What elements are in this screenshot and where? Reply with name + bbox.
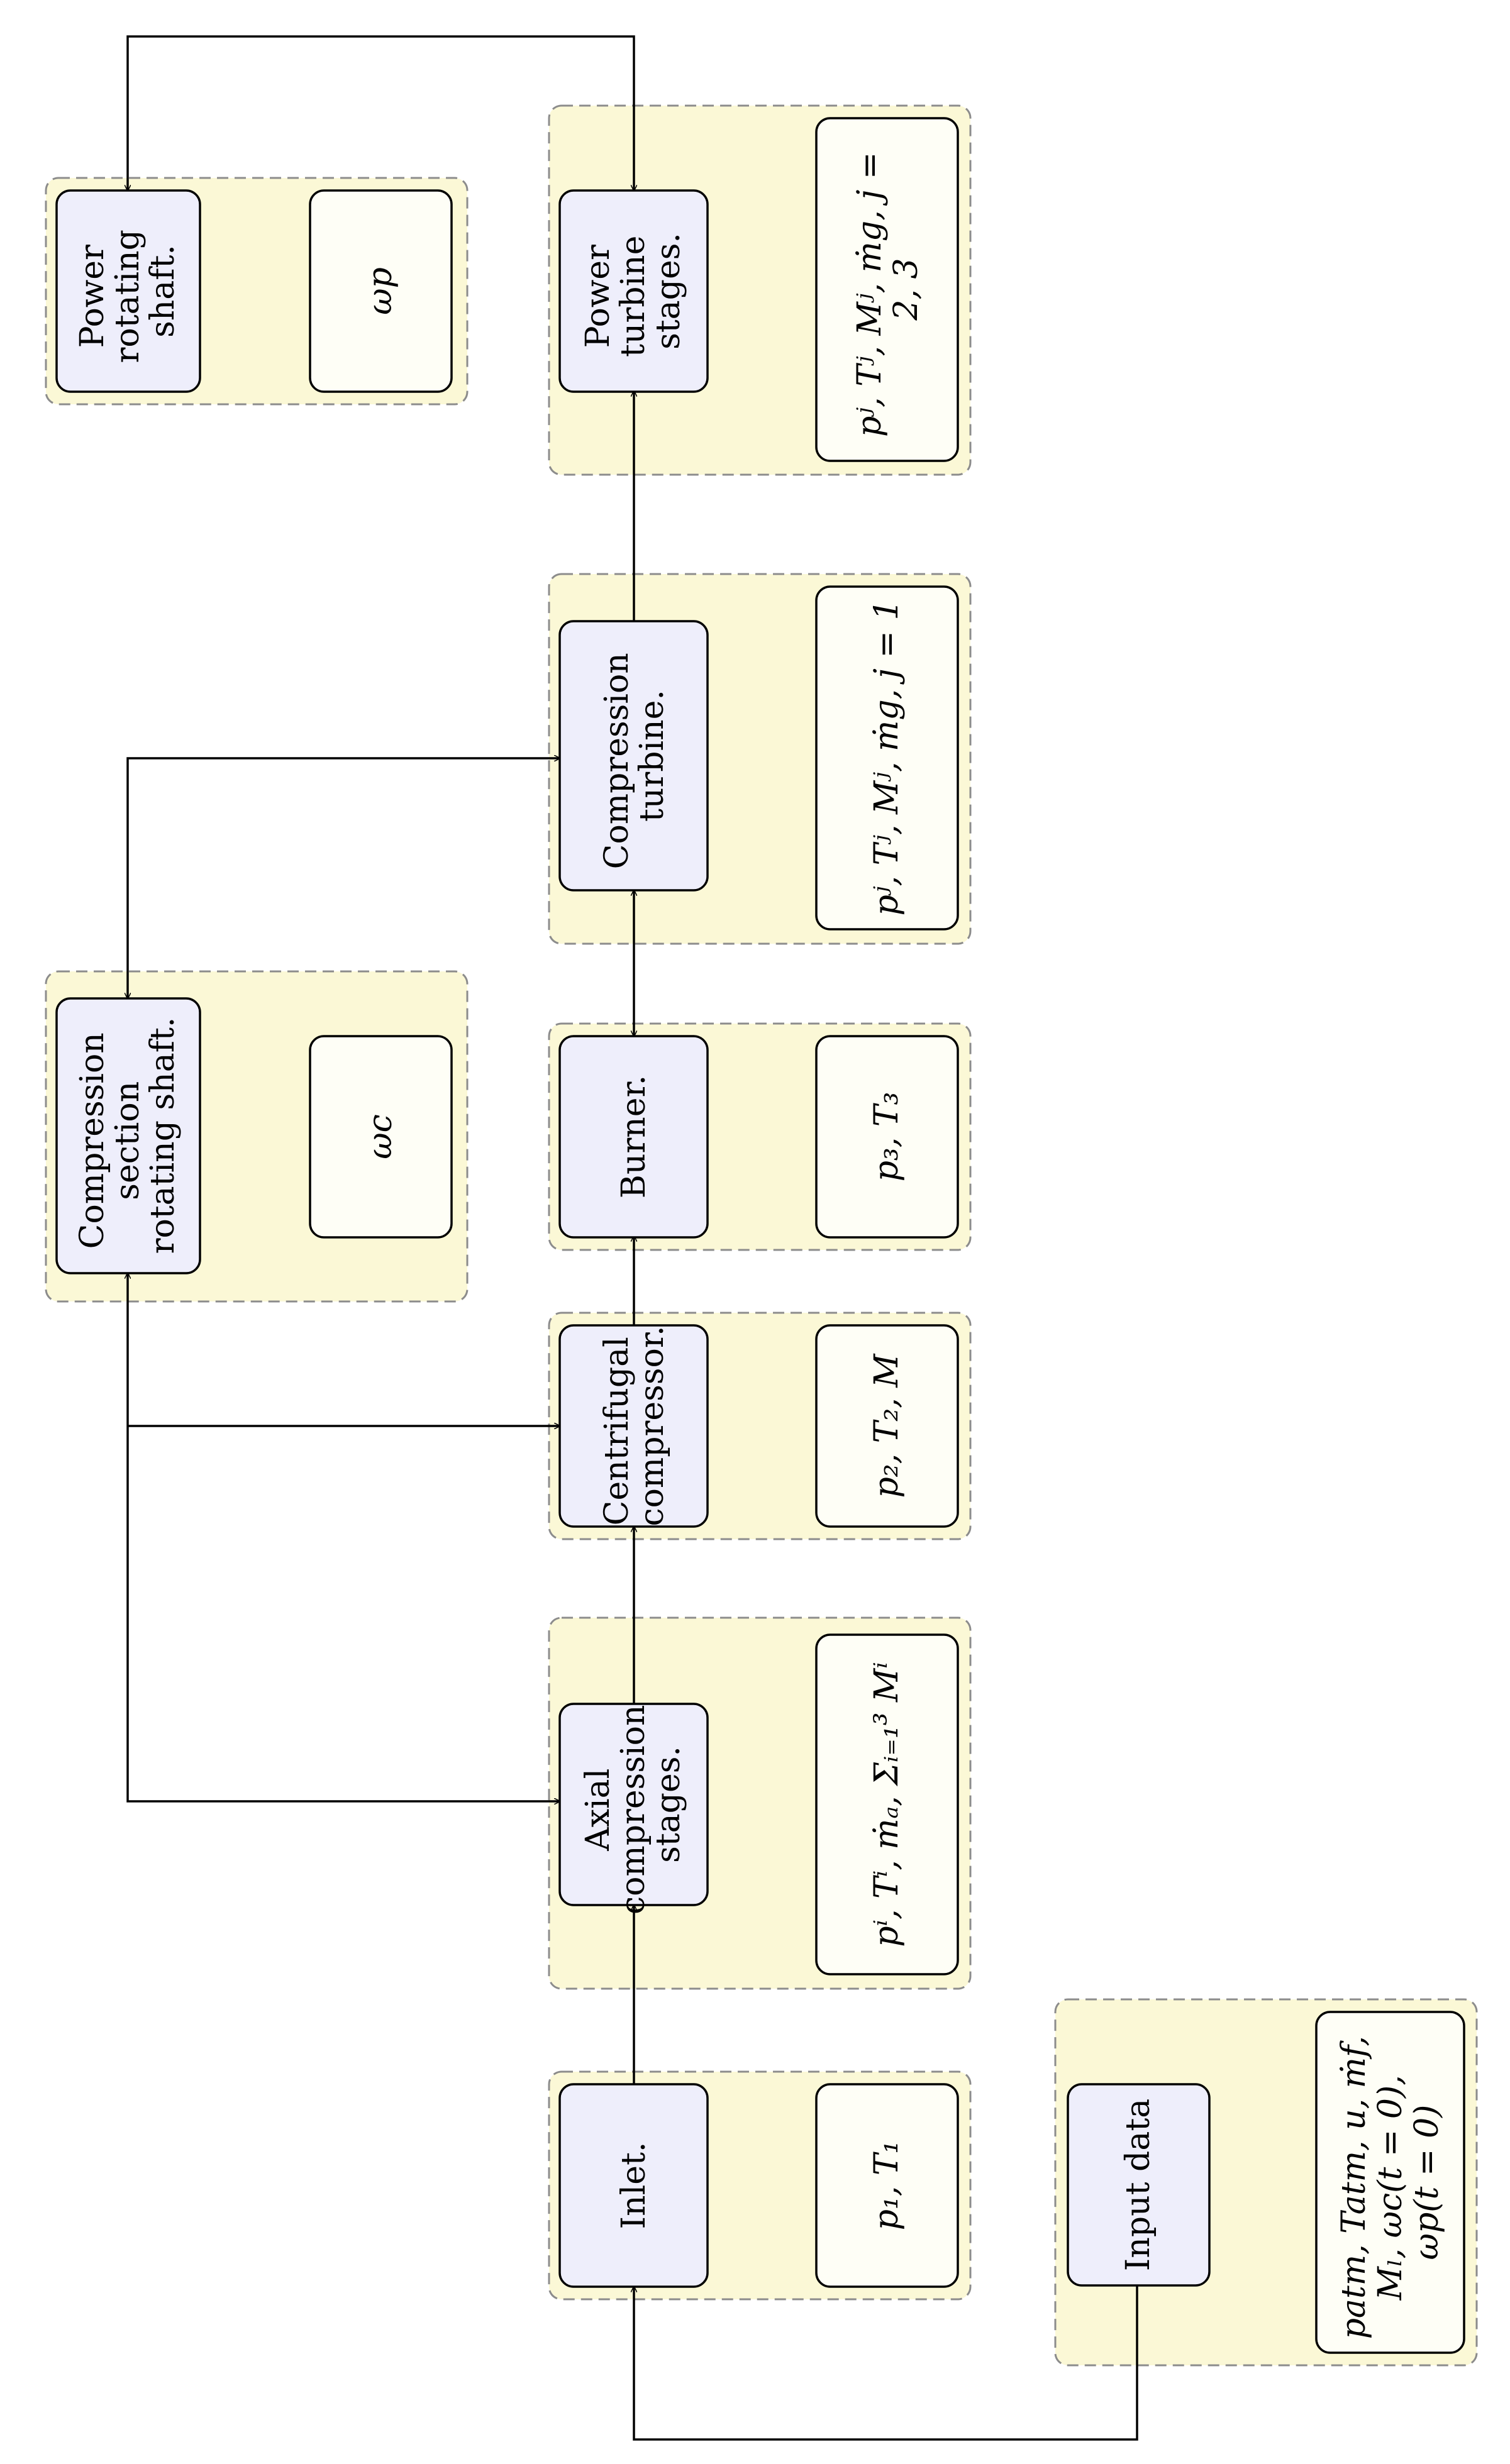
inlet-label: Inlet. — [615, 2142, 653, 2229]
svg-text:pⁱ, Tⁱ, ṁₐ, Σᵢ₌₁³ Mⁱ: pⁱ, Tⁱ, ṁₐ, Σᵢ₌₁³ Mⁱ — [868, 1662, 906, 1947]
axial-block: Axial compression stages. — [558, 1694, 709, 1914]
svg-text:Centrifugal compressor: Centrifugal compressor. — [598, 1325, 671, 1526]
svg-text:Power rotating: Power rotating shaft. — [74, 219, 182, 363]
svg-text:p₃, T₃: p₃, T₃ — [868, 1092, 906, 1182]
compshaft-block: Compression section rotating shaft. — [55, 997, 201, 1274]
compturbine-vars-text: pʲ, Tʲ, Mʲ, ṁg, j = 1 — [868, 599, 906, 915]
group-backgrounds — [45, 104, 1478, 2367]
powershaft-block: Power rotating shaft. — [55, 189, 201, 393]
compturbine-vars: pʲ, Tʲ, Mʲ, ṁg, j = 1 — [815, 585, 959, 931]
inlet-vars-text: p₁, T₁ — [868, 2141, 906, 2231]
edge-input-to-inlet — [634, 2285, 1138, 2441]
blocks: Inlet. Axial compression stages. Centrif… — [55, 189, 1211, 2288]
burner-vars: p₃, T₃ — [815, 1035, 959, 1239]
axial-vars: pⁱ, Tⁱ, ṁₐ, Σᵢ₌₁³ Mⁱ — [815, 1633, 959, 1975]
burner-label: Burner. — [615, 1075, 653, 1199]
input-vars-line-1: patm, Tatm, u, ṁf, — [1335, 2036, 1373, 2339]
powershaft-label-line-2: rotating — [109, 229, 147, 363]
powerturbine-label-line-3: stages. — [650, 233, 687, 350]
axial-label-line-3: stages. — [650, 1746, 687, 1863]
svg-text:Axial compression: Axial compression stages. — [579, 1694, 687, 1914]
powerturbine-label-line-2: turbine — [614, 236, 652, 357]
powershaft-label-line-1: Power — [74, 245, 111, 348]
svg-text:Input data: Input data — [1119, 2099, 1157, 2271]
axial-label-line-1: Axial — [579, 1769, 617, 1852]
compshaft-label-line-3: rotating shaft. — [144, 1017, 182, 1254]
centrifugal-vars-text: p₂, T₂, M — [868, 1353, 906, 1498]
input-vars: patm, Tatm, u, ṁf, Mₗ, ωc(t = 0), ωp(t =… — [1315, 2011, 1465, 2354]
svg-text:p₁, T₁: p₁, T₁ — [868, 2141, 906, 2231]
compturbine-block: Compression turbine. — [558, 620, 709, 892]
compshaft-label-line-1: Compression — [74, 1032, 111, 1249]
compshaft-vars-text: ωc — [362, 1114, 399, 1159]
burner-block: Burner. — [558, 1035, 709, 1239]
input-vars-line-3: ωp(t = 0) — [1408, 2105, 1446, 2260]
centrifugal-vars: p₂, T₂, M — [815, 1324, 959, 1528]
powerturbine-block: Power turbine stages. — [558, 189, 709, 393]
compshaft-label-line-2: section — [109, 1081, 147, 1200]
burner-vars-text: p₃, T₃ — [868, 1092, 906, 1182]
svg-text:Compression section: Compression section rotating shaft. — [74, 1017, 182, 1254]
powerturbine-vars-line-2: 2, 3 — [887, 258, 925, 321]
svg-text:Compression turbine.: Compression turbine. — [598, 643, 671, 870]
compturbine-label-line-1: Compression — [598, 653, 636, 869]
powerturbine-vars: pʲ, Tʲ, Mʲ, ṁg, j = 2, 3 — [815, 117, 959, 462]
svg-text:pʲ, Tʲ, Mʲ, ṁg, j = 1: pʲ, Tʲ, Mʲ, ṁg, j = 1 — [868, 599, 906, 915]
centrifugal-label-line-1: Centrifugal — [598, 1337, 636, 1525]
compshaft-vars: ωc — [309, 1035, 453, 1239]
svg-text:Inlet.: Inlet. — [615, 2142, 653, 2229]
edges — [128, 35, 1138, 2441]
svg-text:p₂, T₂, M: p₂, T₂, M — [868, 1353, 906, 1498]
input-label: Input data — [1119, 2099, 1157, 2271]
input-vars-line-2: Mₗ, ωc(t = 0), — [1372, 2075, 1409, 2301]
edge-compturbine-to-compshaft — [128, 758, 560, 998]
svg-text:ωp: ωp — [362, 267, 399, 315]
compturbine-label-line-2: turbine. — [633, 690, 671, 822]
axial-vars-text: pⁱ, Tⁱ, ṁₐ, Σᵢ₌₁³ Mⁱ — [868, 1662, 906, 1947]
centrifugal-block: Centrifugal compressor. — [558, 1324, 709, 1528]
axial-label-line-2: compression — [614, 1705, 652, 1914]
input-block: Input data — [1067, 2083, 1211, 2287]
powershaft-vars: ωp — [309, 189, 453, 393]
powerturbine-vars-line-1: pʲ, Tʲ, Mʲ, ṁg, j = — [851, 152, 889, 437]
svg-text:pʲ, Tʲ, Mʲ, ṁg, j = 2,: pʲ, Tʲ, Mʲ, ṁg, j = 2, 3 — [851, 141, 925, 437]
centrifugal-label-line-2: compressor. — [633, 1325, 671, 1526]
svg-text:Burner.: Burner. — [615, 1075, 653, 1199]
svg-text:patm, Tatm, u, ṁf, Mₗ,: patm, Tatm, u, ṁf, Mₗ, ωc(t = 0), ωp(t =… — [1335, 2026, 1446, 2340]
powerturbine-label-line-1: Power — [579, 245, 617, 348]
edge-powershaft-powerturbine — [128, 35, 634, 191]
powershaft-vars-text: ωp — [362, 267, 399, 315]
svg-text:ωc: ωc — [362, 1114, 399, 1159]
svg-text:Power turbine: Power turbine stages. — [579, 225, 687, 357]
inlet-vars: p₁, T₁ — [815, 2083, 959, 2288]
variable-boxes: p₁, T₁ pⁱ, Tⁱ, ṁₐ, Σᵢ₌₁³ Mⁱ p₂, T₂, M p₃… — [309, 117, 1465, 2354]
inlet-block: Inlet. — [558, 2083, 709, 2288]
powershaft-label-line-3: shaft. — [144, 245, 182, 338]
edge-compshaft-to-axial — [128, 1273, 560, 1801]
